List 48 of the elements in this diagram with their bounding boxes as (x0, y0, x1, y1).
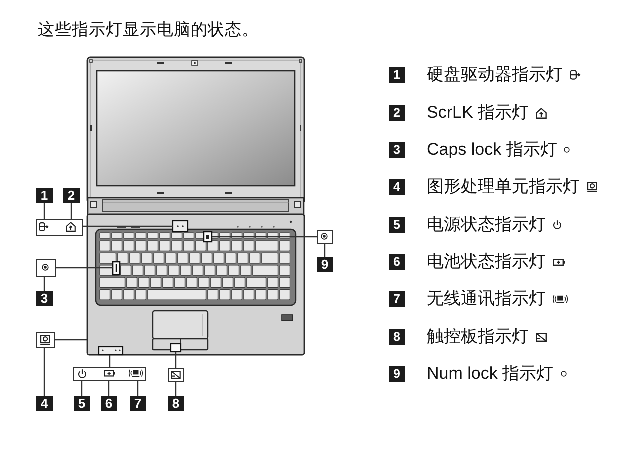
leader-line (55, 339, 88, 341)
callout-box (36, 219, 83, 236)
indicator-label: Caps lock 指示灯 (427, 139, 558, 161)
leader-line (108, 381, 110, 396)
leader-line (175, 352, 177, 368)
callout-number: 9 (317, 257, 333, 272)
callout-box (36, 332, 55, 348)
callout-box (73, 367, 146, 381)
leader-line (212, 236, 317, 238)
number-badge: 4 (389, 179, 405, 195)
leader-line (109, 355, 111, 367)
leader-line (44, 277, 46, 291)
callout-number: 1 (36, 188, 53, 203)
number-badge: 1 (389, 67, 405, 83)
number-badge: 9 (389, 366, 405, 382)
callout-number: 8 (168, 396, 184, 411)
leader-line (324, 244, 326, 257)
number-badge: 7 (389, 291, 405, 307)
number-badge: 6 (389, 254, 405, 270)
indicator-label: 电源状态指示灯 (427, 214, 546, 236)
number-badge: 8 (389, 329, 405, 345)
leader-line (44, 203, 46, 219)
number-badge: 3 (389, 142, 405, 158)
number-badge: 2 (389, 105, 405, 121)
callout-number: 5 (74, 396, 90, 411)
number-badge: 5 (389, 217, 405, 233)
indicator-label: 图形处理单元指示灯 (427, 176, 580, 198)
leader-line (81, 381, 83, 396)
callout-number: 2 (63, 188, 80, 203)
leader-line (44, 348, 46, 396)
indicator-label: 触控板指示灯 (427, 326, 529, 348)
leader-line (56, 267, 113, 269)
callout-number: 3 (36, 291, 53, 306)
indicator-label: 硬盘驱动器指示灯 (427, 64, 563, 86)
callout-box (168, 368, 184, 382)
callout-number: 7 (130, 396, 146, 411)
callout-number: 6 (101, 396, 117, 411)
leader-line (70, 203, 72, 219)
leader-line (83, 226, 173, 228)
callout-box (317, 230, 333, 244)
indicator-label: 电池状态指示灯 (427, 251, 546, 273)
title: 这些指示灯显示电脑的状态。 (38, 20, 259, 40)
callout-number: 4 (36, 396, 53, 411)
indicator-label: Num lock 指示灯 (427, 363, 554, 385)
callout-box (36, 259, 56, 277)
indicator-label: ScrLK 指示灯 (427, 102, 530, 124)
leader-line (137, 381, 139, 396)
indicator-label: 无线通讯指示灯 (427, 288, 546, 310)
